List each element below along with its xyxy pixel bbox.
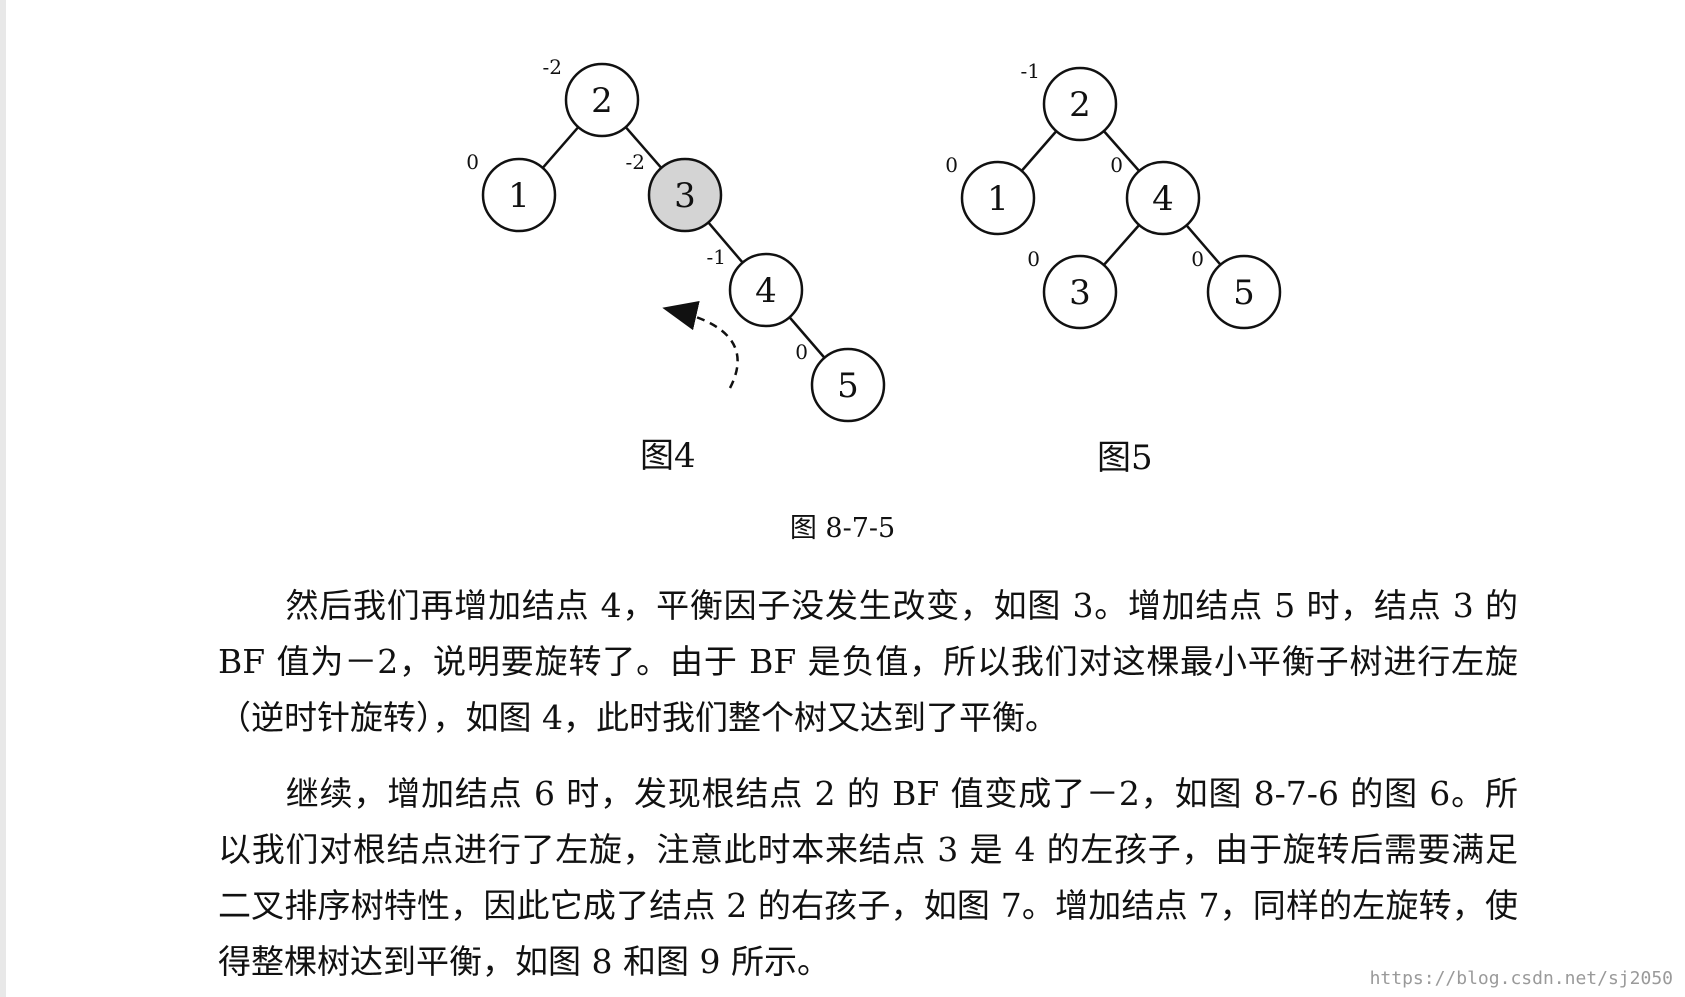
tree-node-1: 10	[945, 153, 1036, 236]
balance-factor-label: 0	[945, 153, 958, 177]
node-circle	[647, 157, 723, 233]
balance-factor-label: -1	[707, 245, 726, 269]
figure-4-label: 图4	[640, 436, 696, 476]
node-value: 2	[591, 81, 613, 121]
watermark: https://blog.csdn.net/sj2050	[1369, 968, 1673, 989]
node-circle	[1125, 160, 1201, 236]
node-circle	[810, 347, 886, 423]
tree-node-2: 2 -1	[1021, 59, 1118, 142]
node-value: 4	[755, 271, 777, 311]
node-value: 3	[674, 176, 696, 216]
node-circle	[564, 62, 640, 138]
tree-node-5: 50	[1191, 247, 1282, 330]
paragraph-1-text: 然后我们再增加结点 4，平衡因子没发生改变，如图 3。增加结点 5 时，结点 3…	[218, 586, 1518, 737]
tree-edge	[1185, 224, 1222, 266]
tree-edge	[1020, 130, 1058, 172]
balance-factor-label: 0	[1191, 247, 1204, 271]
tree-node-4: 4 -1	[707, 245, 804, 328]
paragraph-1: 然后我们再增加结点 4，平衡因子没发生改变，如图 3。增加结点 5 时，结点 3…	[218, 578, 1518, 746]
rotation-arrow	[662, 300, 739, 389]
node-value: 5	[837, 366, 859, 406]
balance-factor-label: -2	[626, 150, 645, 174]
node-circle	[728, 252, 804, 328]
node-value: 5	[1233, 273, 1255, 313]
tree-node-3: 3 -2	[626, 150, 723, 233]
balance-factor-label: 0	[1027, 247, 1040, 271]
node-circle	[1042, 254, 1118, 330]
balance-factor-label: 0	[466, 150, 479, 174]
paragraph-2-text: 继续，增加结点 6 时，发现根结点 2 的 BF 值变成了－2，如图 8-7-6…	[218, 774, 1518, 981]
tree-node-4: 40	[1110, 153, 1201, 236]
node-value: 3	[1069, 273, 1091, 313]
figure-5-label: 图5	[1097, 438, 1153, 478]
page-edge	[0, 0, 6, 997]
tree-edge	[707, 221, 744, 264]
node-circle	[481, 157, 557, 233]
node-circle	[960, 160, 1036, 236]
node-value: 4	[1152, 179, 1174, 219]
balance-factor-label: 0	[795, 340, 808, 364]
tree-node-1: 10	[466, 150, 557, 233]
tree-edge	[541, 126, 580, 169]
tree-edge	[788, 316, 826, 359]
paragraph-2: 继续，增加结点 6 时，发现根结点 2 的 BF 值变成了－2，如图 8-7-6…	[218, 766, 1518, 990]
figure-caption: 图 8-7-5	[789, 513, 896, 544]
node-circle	[1042, 66, 1118, 142]
tree-edge	[624, 126, 663, 169]
node-value: 1	[987, 179, 1009, 219]
balance-factor-label: 0	[1110, 153, 1123, 177]
node-value: 1	[508, 176, 530, 216]
tree-node-2: 2 -2	[543, 55, 640, 138]
node-value: 2	[1069, 85, 1091, 125]
balance-factor-label: -2	[543, 55, 562, 79]
tree-node-3: 30	[1027, 247, 1118, 330]
tree-node-5: 50	[795, 340, 886, 423]
balance-factor-label: -1	[1021, 59, 1040, 83]
node-circle	[1206, 254, 1282, 330]
tree-edge	[1102, 130, 1141, 172]
tree-edge	[1102, 224, 1141, 266]
